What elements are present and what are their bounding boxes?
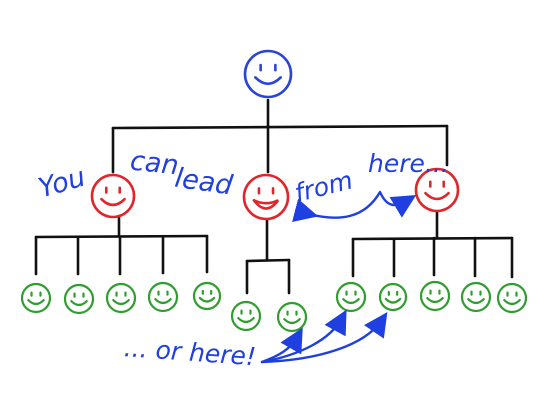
top-leader-face smiley-face-icon xyxy=(243,49,293,99)
curved-arrow-icon xyxy=(260,309,347,364)
annotations: You can lead from here... ... or here! xyxy=(35,145,449,371)
employee-face smiley-face-icon xyxy=(230,300,262,332)
face-outline xyxy=(63,283,95,315)
face-outline xyxy=(192,281,222,311)
face-outline xyxy=(419,280,451,312)
face-mouth xyxy=(237,317,255,324)
face-mouth xyxy=(342,298,360,305)
annotation-can: can xyxy=(129,145,180,181)
face-outline xyxy=(105,282,137,314)
employee-face smiley-face-icon xyxy=(276,301,308,333)
double-headed-arrow-icon xyxy=(292,190,417,223)
face-mouth xyxy=(27,299,45,306)
right-group-bar xyxy=(351,236,514,241)
middle-group-bar xyxy=(245,258,291,263)
face-outline xyxy=(243,49,293,99)
manager-face-middle smiley-face-icon xyxy=(242,173,290,221)
face-mouth xyxy=(503,299,521,306)
tree-connectors xyxy=(34,98,514,295)
manager-face-right smiley-face-icon xyxy=(414,167,460,213)
employee-face smiley-face-icon xyxy=(378,282,408,312)
face-mouth xyxy=(424,191,450,201)
face-outline xyxy=(276,301,308,333)
face-mouth xyxy=(100,197,126,207)
employee-face smiley-face-icon xyxy=(147,281,179,313)
employee-face smiley-face-icon xyxy=(335,281,367,313)
employee-face smiley-face-icon xyxy=(192,281,222,311)
face-outline xyxy=(335,281,367,313)
left-group-bar xyxy=(34,234,209,239)
employee-face smiley-face-icon xyxy=(63,283,95,315)
employee-face smiley-face-icon xyxy=(496,282,528,314)
annotation-here: here... xyxy=(368,149,449,178)
top-bar xyxy=(111,124,449,130)
face-mouth xyxy=(198,296,216,303)
face-mouth xyxy=(70,300,88,307)
annotation-from: from xyxy=(292,165,356,207)
employee-face smiley-face-icon xyxy=(105,282,137,314)
face-mouth xyxy=(252,199,280,210)
face-mouth xyxy=(283,318,301,325)
face-outline xyxy=(378,282,408,312)
face-outline xyxy=(230,300,262,332)
annotation-you: You xyxy=(35,162,89,205)
annotation-lead: lead xyxy=(173,163,235,202)
arrows xyxy=(260,190,417,364)
face-mouth xyxy=(467,298,485,305)
face-outline xyxy=(90,173,136,219)
employee-face smiley-face-icon xyxy=(419,280,451,312)
face-outline xyxy=(460,281,492,313)
face-outline xyxy=(242,173,290,221)
face-outline xyxy=(496,282,528,314)
face-mouth xyxy=(154,298,172,305)
face-mouth xyxy=(426,297,444,304)
face-mouth xyxy=(254,76,282,86)
face-mouth xyxy=(112,299,130,306)
face-outline xyxy=(20,282,52,314)
face-outline xyxy=(147,281,179,313)
employee-face smiley-face-icon xyxy=(460,281,492,313)
employee-face smiley-face-icon xyxy=(20,282,52,314)
curved-arrow-icon xyxy=(260,312,388,364)
face-outline xyxy=(414,167,460,213)
annotation-or-here: ... or here! xyxy=(123,333,257,371)
smiley-faces xyxy=(20,49,528,333)
manager-face-left smiley-face-icon xyxy=(90,173,136,219)
face-mouth xyxy=(384,297,402,304)
